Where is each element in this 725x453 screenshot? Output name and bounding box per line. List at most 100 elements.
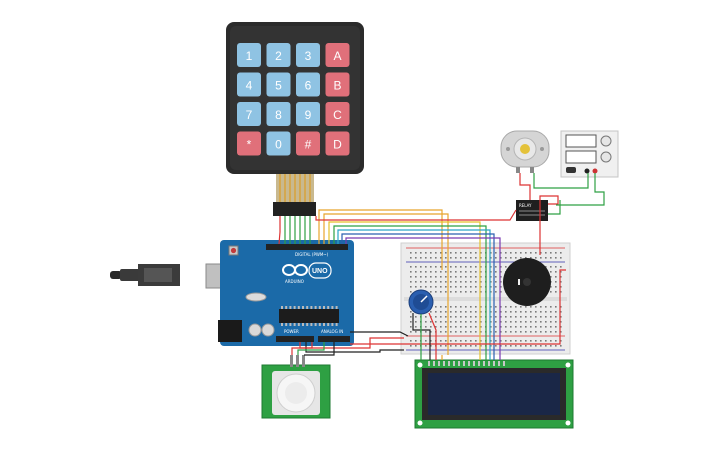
key-3[interactable]: 3 bbox=[296, 43, 320, 67]
bb-hole bbox=[475, 286, 477, 288]
lcd-pin bbox=[448, 361, 450, 366]
bb-hole bbox=[490, 257, 492, 259]
bb-hole bbox=[430, 276, 432, 278]
bb-hole bbox=[540, 321, 542, 323]
key-6[interactable]: 6 bbox=[296, 72, 320, 97]
bb-hole bbox=[430, 331, 432, 333]
bb-hole bbox=[505, 340, 507, 342]
key-D[interactable]: D bbox=[325, 131, 350, 156]
bb-hole bbox=[560, 326, 562, 328]
key-4[interactable]: 4 bbox=[237, 72, 261, 97]
bb-hole bbox=[430, 257, 432, 259]
pir-sensor[interactable] bbox=[261, 355, 331, 419]
bb-hole bbox=[440, 316, 442, 318]
key-5[interactable]: 5 bbox=[266, 72, 291, 97]
bb-hole bbox=[470, 311, 472, 313]
chip-pin bbox=[285, 306, 288, 309]
bb-hole bbox=[450, 257, 452, 259]
bb-hole bbox=[505, 345, 507, 347]
chip-pin bbox=[310, 323, 313, 326]
bb-hole bbox=[440, 340, 442, 342]
lcd-display[interactable] bbox=[414, 359, 574, 429]
chip-pin bbox=[293, 323, 296, 326]
bb-hole bbox=[545, 266, 547, 268]
key-label: 9 bbox=[305, 108, 312, 122]
bb-hole bbox=[490, 321, 492, 323]
bb-hole bbox=[495, 286, 497, 288]
psu-knob-top[interactable] bbox=[600, 135, 612, 147]
bb-hole bbox=[535, 316, 537, 318]
bb-hole bbox=[550, 257, 552, 259]
bb-hole bbox=[450, 286, 452, 288]
power-supply[interactable] bbox=[560, 130, 619, 178]
key-8[interactable]: 8 bbox=[266, 102, 291, 126]
potentiometer[interactable] bbox=[408, 289, 434, 315]
lcd-pin bbox=[503, 361, 505, 366]
bb-hole bbox=[465, 316, 467, 318]
key-0[interactable]: 0 bbox=[266, 131, 291, 156]
key-9[interactable]: 9 bbox=[296, 102, 320, 126]
piezo-buzzer[interactable] bbox=[503, 258, 551, 306]
bb-hole bbox=[535, 311, 537, 313]
bb-hole bbox=[530, 340, 532, 342]
bb-hole bbox=[550, 271, 552, 273]
bb-hole bbox=[505, 326, 507, 328]
bb-hole bbox=[550, 311, 552, 313]
bb-hole bbox=[560, 286, 562, 288]
bb-hole bbox=[410, 257, 412, 259]
bb-hole bbox=[530, 345, 532, 347]
bb-hole bbox=[465, 321, 467, 323]
bb-hole bbox=[515, 257, 517, 259]
key-C[interactable]: C bbox=[325, 102, 350, 126]
bb-hole bbox=[455, 271, 457, 273]
bb-hole bbox=[450, 306, 452, 308]
motor-shaft bbox=[520, 144, 530, 154]
bb-hole bbox=[470, 326, 472, 328]
bb-hole bbox=[445, 331, 447, 333]
key-1[interactable]: 1 bbox=[237, 43, 261, 67]
key-label: 1 bbox=[246, 49, 253, 63]
bb-hole bbox=[415, 286, 417, 288]
bb-hole bbox=[515, 321, 517, 323]
chip-pin bbox=[335, 306, 338, 309]
bb-hole bbox=[415, 281, 417, 283]
lcd-pin bbox=[463, 361, 465, 366]
bb-hole bbox=[475, 340, 477, 342]
arduino-uno[interactable]: UNO ARDUINO DIGITAL (PWM~) POWER ANALOG … bbox=[110, 240, 354, 346]
bb-hole bbox=[495, 326, 497, 328]
psu-knob-bottom[interactable] bbox=[600, 151, 612, 163]
bb-hole bbox=[545, 252, 547, 254]
bb-hole bbox=[425, 266, 427, 268]
bb-hole bbox=[540, 345, 542, 347]
key-7[interactable]: 7 bbox=[237, 102, 261, 126]
bb-hole bbox=[490, 266, 492, 268]
bb-hole bbox=[465, 340, 467, 342]
bb-hole bbox=[455, 316, 457, 318]
key-#[interactable]: # bbox=[296, 131, 320, 156]
bb-hole bbox=[495, 266, 497, 268]
bb-hole bbox=[480, 286, 482, 288]
relay[interactable]: RELAY bbox=[516, 200, 548, 221]
key-2[interactable]: 2 bbox=[266, 43, 291, 67]
bb-hole bbox=[425, 281, 427, 283]
bb-hole bbox=[425, 326, 427, 328]
key-*[interactable]: * bbox=[237, 131, 261, 156]
bb-hole bbox=[410, 271, 412, 273]
lcd-pin bbox=[468, 361, 470, 366]
lcd-pin bbox=[433, 361, 435, 366]
key-A[interactable]: A bbox=[325, 43, 350, 67]
bb-hole bbox=[440, 306, 442, 308]
key-B[interactable]: B bbox=[325, 72, 350, 97]
bb-hole bbox=[415, 276, 417, 278]
bb-hole bbox=[495, 271, 497, 273]
bb-hole bbox=[460, 311, 462, 313]
bb-hole bbox=[440, 321, 442, 323]
key-label: 2 bbox=[275, 49, 282, 63]
dc-motor[interactable] bbox=[500, 130, 550, 173]
bb-hole bbox=[505, 331, 507, 333]
bb-hole bbox=[460, 291, 462, 293]
bb-hole bbox=[530, 316, 532, 318]
bb-hole bbox=[470, 257, 472, 259]
digital-header bbox=[266, 244, 348, 250]
